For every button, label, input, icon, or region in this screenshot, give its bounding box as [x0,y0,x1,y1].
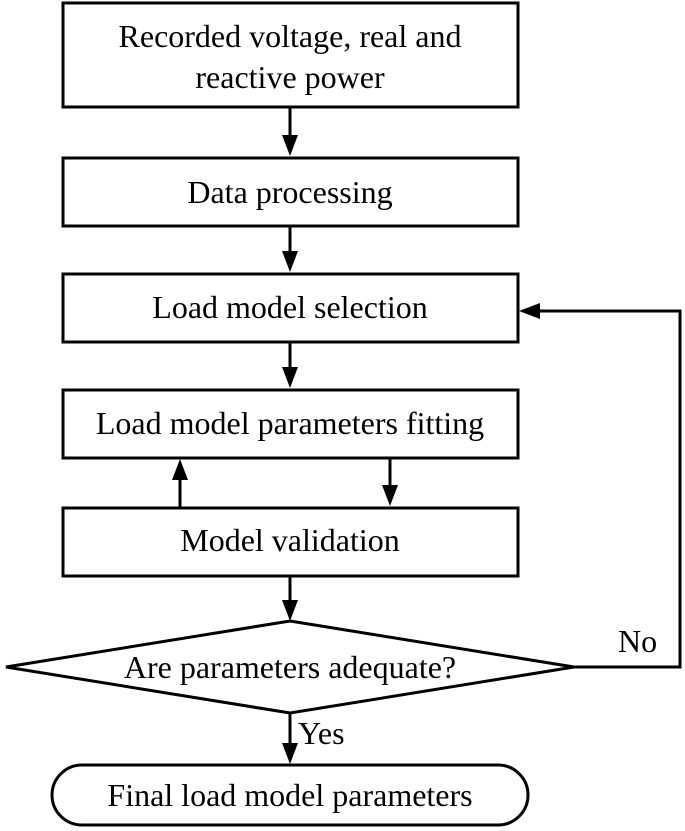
recorded-data-box: Recorded voltage, real and reactive powe… [61,1,520,109]
final-parameters-terminator: Final load model parameters [50,763,530,827]
adequacy-decision-diamond: Are parameters adequate? [5,619,575,715]
model-validation-label: Model validation [180,522,400,558]
arrow-recorded-to-processing [282,107,298,156]
arrow-fitting-to-validation [382,458,398,506]
parameters-fitting-label: Load model parameters fitting [96,405,484,441]
arrow-validation-to-fitting [172,459,188,508]
model-validation-box: Model validation [61,506,520,578]
final-parameters-label: Final load model parameters [107,777,472,813]
parameters-fitting-box: Load model parameters fitting [61,388,520,460]
recorded-data-label-line2: reactive power [195,59,385,95]
no-label: No [618,623,657,659]
data-processing-label: Data processing [187,174,392,210]
arrow-selection-to-fitting [282,342,298,388]
no-feedback-loop: No [519,303,682,669]
recorded-data-label-line1: Recorded voltage, real and [119,18,462,54]
arrow-processing-to-selection [282,226,298,272]
yes-label: Yes [298,715,345,751]
load-model-selection-box: Load model selection [61,272,520,344]
arrow-validation-to-decision [282,576,298,621]
arrow-decision-to-final: Yes [282,713,345,764]
adequacy-decision-label: Are parameters adequate? [124,649,456,685]
data-processing-box: Data processing [61,156,520,228]
load-model-selection-label: Load model selection [152,289,427,325]
